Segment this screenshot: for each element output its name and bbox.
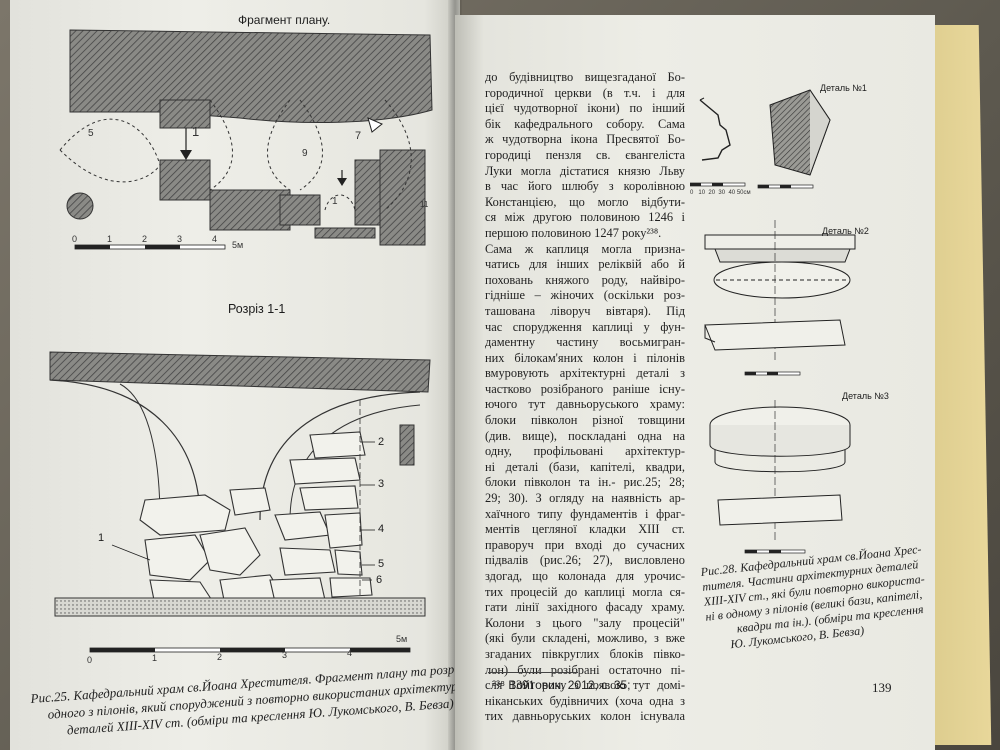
text-line: здогад, що колонада для урочис- — [485, 569, 685, 583]
right-page — [455, 15, 935, 750]
section-label: 6 — [376, 574, 383, 586]
plan-label: 9 — [302, 148, 308, 159]
text-line: них білокам'яних колон і пілонів — [485, 350, 685, 365]
text-line: Констанцією, що могло відбути- — [485, 194, 685, 209]
plan-wall-top — [69, 29, 433, 124]
text-line: лон) були розібрані остаточно пі- — [485, 662, 685, 677]
architectural-details-drawing — [690, 89, 856, 554]
section-scale-tick: 1 — [152, 653, 158, 663]
text-line: ж чудотворна ікона Пресвятої Бо- — [485, 132, 685, 147]
plan-scale-tick: 3 — [177, 234, 183, 244]
text-line: частково розібраного раніше існу- — [485, 381, 685, 396]
text-line: згаданих півкруглих блоків півко- — [485, 646, 685, 661]
body-text: до будівництво вищезгаданої Бо- городичн… — [485, 70, 685, 725]
text-line: до будівництво вищезгаданої Бо- — [485, 70, 685, 84]
section-scale-tick: 4 — [347, 648, 353, 658]
section-label: 3 — [378, 478, 385, 490]
plan-title: Фрагмент плану. — [238, 13, 331, 27]
text-line: поховань княжого роду, найвіро- — [485, 272, 685, 287]
text-line: Колони з цього "залу процесій" — [485, 615, 685, 630]
page-number: 139 — [872, 680, 892, 695]
text-line: (які були складені, можливо, з вже — [485, 631, 685, 646]
text-line: підвалів (рис.26; 27), висловлено — [485, 553, 685, 568]
footnote-rule — [488, 672, 578, 673]
text-line: праворуч при вході до сучасних — [485, 537, 685, 552]
text-line: ючого тут давньоруського храму: — [485, 397, 685, 412]
text-line: блоки півколон різної товщини — [485, 413, 685, 428]
text-line: ні деталі (бази, капітелі, квадри, — [485, 459, 685, 474]
text-line: блоки півколон та ін.- рис.25; 28; — [485, 475, 685, 490]
text-line: Сама ж каплиця могла призна- — [485, 241, 685, 256]
text-line: ташована ліворуч вівтаря). Під — [485, 303, 685, 318]
plan-label: 1 — [332, 196, 338, 207]
plan-label: 5 — [88, 128, 94, 139]
plan-label: 11 — [420, 200, 429, 209]
section-label: 2 — [378, 436, 385, 448]
text-line: одну, профільовані архітектур- — [485, 444, 685, 459]
section-label: 4 — [378, 523, 385, 535]
plan-scale-tick: 4 — [212, 234, 218, 244]
text-line: (див. вище), поскладані одна на — [485, 428, 685, 443]
section-scale-tick: 0 — [87, 655, 93, 665]
text-line: тих процесій до каплиці могла ся- — [485, 584, 685, 599]
text-line: час спорудження каплиці у фун- — [485, 319, 685, 334]
scale-label: 0 10 20 30 40 50см — [690, 190, 751, 196]
plan-scale-tick: 1 — [107, 234, 113, 244]
text-line: хаїчного типу фундаментів і фраг- — [485, 506, 685, 521]
plan-and-section-drawing — [49, 29, 433, 653]
section-scale-tick: 2 — [217, 652, 223, 662]
plan-scale-tick: 0 — [72, 234, 78, 244]
text-line: першою половиною 1247 року²³⁸. — [485, 225, 662, 240]
text-line: гати лінії західного фасаду храму. — [485, 600, 685, 615]
detail-label: Деталь №1 — [820, 83, 867, 93]
detail-label: Деталь №3 — [842, 391, 889, 401]
text-line: бік кафедрального собору. Сама — [485, 116, 685, 131]
text-line: городиці пензля св. євангеліста — [485, 147, 685, 162]
text-line: гідніше – жіночих (оскільки роз- — [485, 288, 685, 303]
text-line: городичної церкви (в т.ч. і для — [485, 85, 685, 100]
footnote: ²³⁸ Войтович, 2012, с. 35; — [492, 678, 631, 692]
plan-label: 1 — [192, 124, 200, 139]
section-scale-tick: 3 — [282, 650, 288, 660]
detail-label: Деталь №2 — [822, 226, 869, 236]
plan-label: 7 — [355, 130, 362, 142]
text-line: сля 1391 року з появою тут домі- — [485, 678, 685, 693]
section-label: 1 — [98, 532, 105, 544]
text-line: ніканських будівничих (хоча одна з — [485, 693, 685, 708]
text-line: ся між другою половиною 1246 і — [485, 210, 685, 225]
text-line: даментну частину восьмигран- — [485, 335, 685, 350]
text-line: в час його шлюбу з королівною — [485, 179, 685, 194]
section-scale-tick: 5м — [396, 634, 408, 644]
text-line: Луки могла дістатися князю Льву — [485, 163, 685, 178]
text-line: ментів цегляної кладки XIII ст. — [485, 522, 685, 537]
text-line: тих давньоруських колон існувала — [485, 709, 685, 724]
section-label: 5 — [378, 558, 385, 570]
plan-scale-tick: 5м — [232, 240, 244, 250]
text-line: вмуровують архітектурні деталі з — [485, 366, 685, 381]
text-line: цієї чудотворної ікони) по інший — [485, 101, 685, 116]
text-line: чатись для інших реліквій або й — [485, 257, 685, 272]
section-title: Розріз 1-1 — [228, 302, 286, 316]
plan-scale-tick: 2 — [142, 234, 148, 244]
text-line: 29; 30). З огляду на наявність ар- — [485, 491, 685, 506]
